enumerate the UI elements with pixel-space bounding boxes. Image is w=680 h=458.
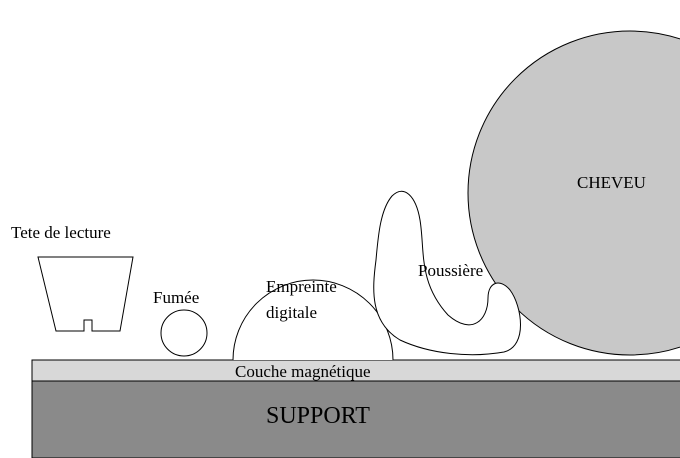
- read-head-label: Tete de lecture: [11, 223, 111, 242]
- hair-circle: [467, 30, 680, 356]
- support-label: SUPPORT: [266, 403, 370, 429]
- dust-particle: [373, 190, 521, 356]
- fingerprint-label-line1: Empreinte: [266, 277, 337, 296]
- hair-label: CHEVEU: [577, 173, 646, 192]
- read-head-shape: [37, 256, 134, 332]
- smoke-label: Fumée: [153, 288, 199, 307]
- smoke-particle: [160, 309, 208, 357]
- fingerprint-label-line2: digitale: [266, 303, 317, 322]
- support-layer: [31, 380, 680, 458]
- dust-label: Poussière: [418, 261, 483, 280]
- magnetic-layer-label: Couche magnétique: [235, 362, 371, 381]
